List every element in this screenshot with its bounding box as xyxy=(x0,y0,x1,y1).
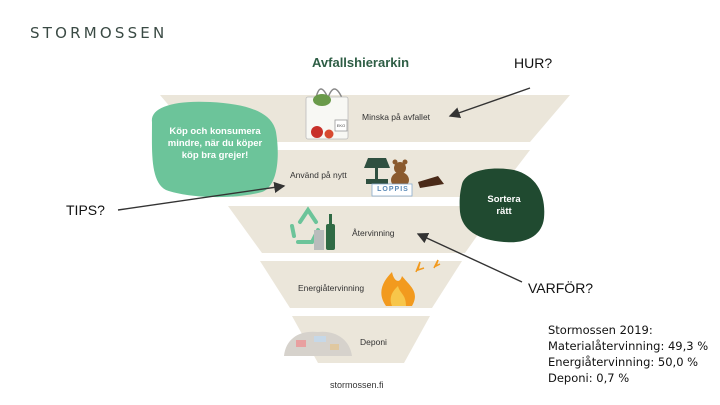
bubble-blob xyxy=(151,101,278,198)
varfor-arrow xyxy=(416,233,523,283)
tier-label-atervinning: Återvinning xyxy=(352,228,395,238)
bubble-line-2: mindre, när du köper xyxy=(167,138,263,149)
stats-energy: Energiåtervinning: 50,0 % xyxy=(548,355,699,369)
footer-url: stormossen.fi xyxy=(330,380,384,390)
tier-label-minska: Minska på avfallet xyxy=(362,112,431,122)
stats-heading: Stormossen 2019: xyxy=(548,323,653,337)
stats-material: Materialåtervinning: 49,3 % xyxy=(548,339,709,353)
hur-label: HUR? xyxy=(514,55,553,71)
sort-blob xyxy=(459,168,545,243)
sort-line-1: Sortera xyxy=(487,194,521,205)
landfill-icon xyxy=(284,331,352,356)
eco-label: EKO xyxy=(336,123,346,128)
bubble-text: Köp och konsumera mindre, när du köper k… xyxy=(156,126,274,162)
loppis-sign: LOPPIS xyxy=(377,186,409,193)
sort-line-2: rätt xyxy=(496,206,512,217)
bubble-line-1: Köp och konsumera xyxy=(169,126,261,137)
hur-arrow xyxy=(448,87,531,119)
tier-label-energiatervinning: Energiåtervinning xyxy=(298,283,365,293)
tips-arrow xyxy=(117,181,286,211)
sort-text: Sortera rätt xyxy=(468,194,540,218)
tier-label-deponi: Deponi xyxy=(360,337,387,347)
shopping-bag-icon xyxy=(305,88,349,140)
tips-label: TIPS? xyxy=(66,202,105,218)
bubble-line-3: köp bra grejer! xyxy=(181,150,249,161)
brand-logo: STORMOSSEN xyxy=(30,24,168,42)
stats-block: Stormossen 2019: Materialåtervinning: 49… xyxy=(548,322,708,386)
bottles-icon xyxy=(314,214,335,250)
fire-icon xyxy=(381,259,441,306)
stats-landfill: Deponi: 0,7 % xyxy=(548,371,630,385)
varfor-label: VARFÖR? xyxy=(528,280,594,296)
tier-atervinning xyxy=(228,206,498,253)
secondhand-items-icon xyxy=(364,158,444,197)
tier-label-anvand: Använd på nytt xyxy=(290,170,347,180)
diagram-title: Avfallshierarkin xyxy=(312,55,410,70)
